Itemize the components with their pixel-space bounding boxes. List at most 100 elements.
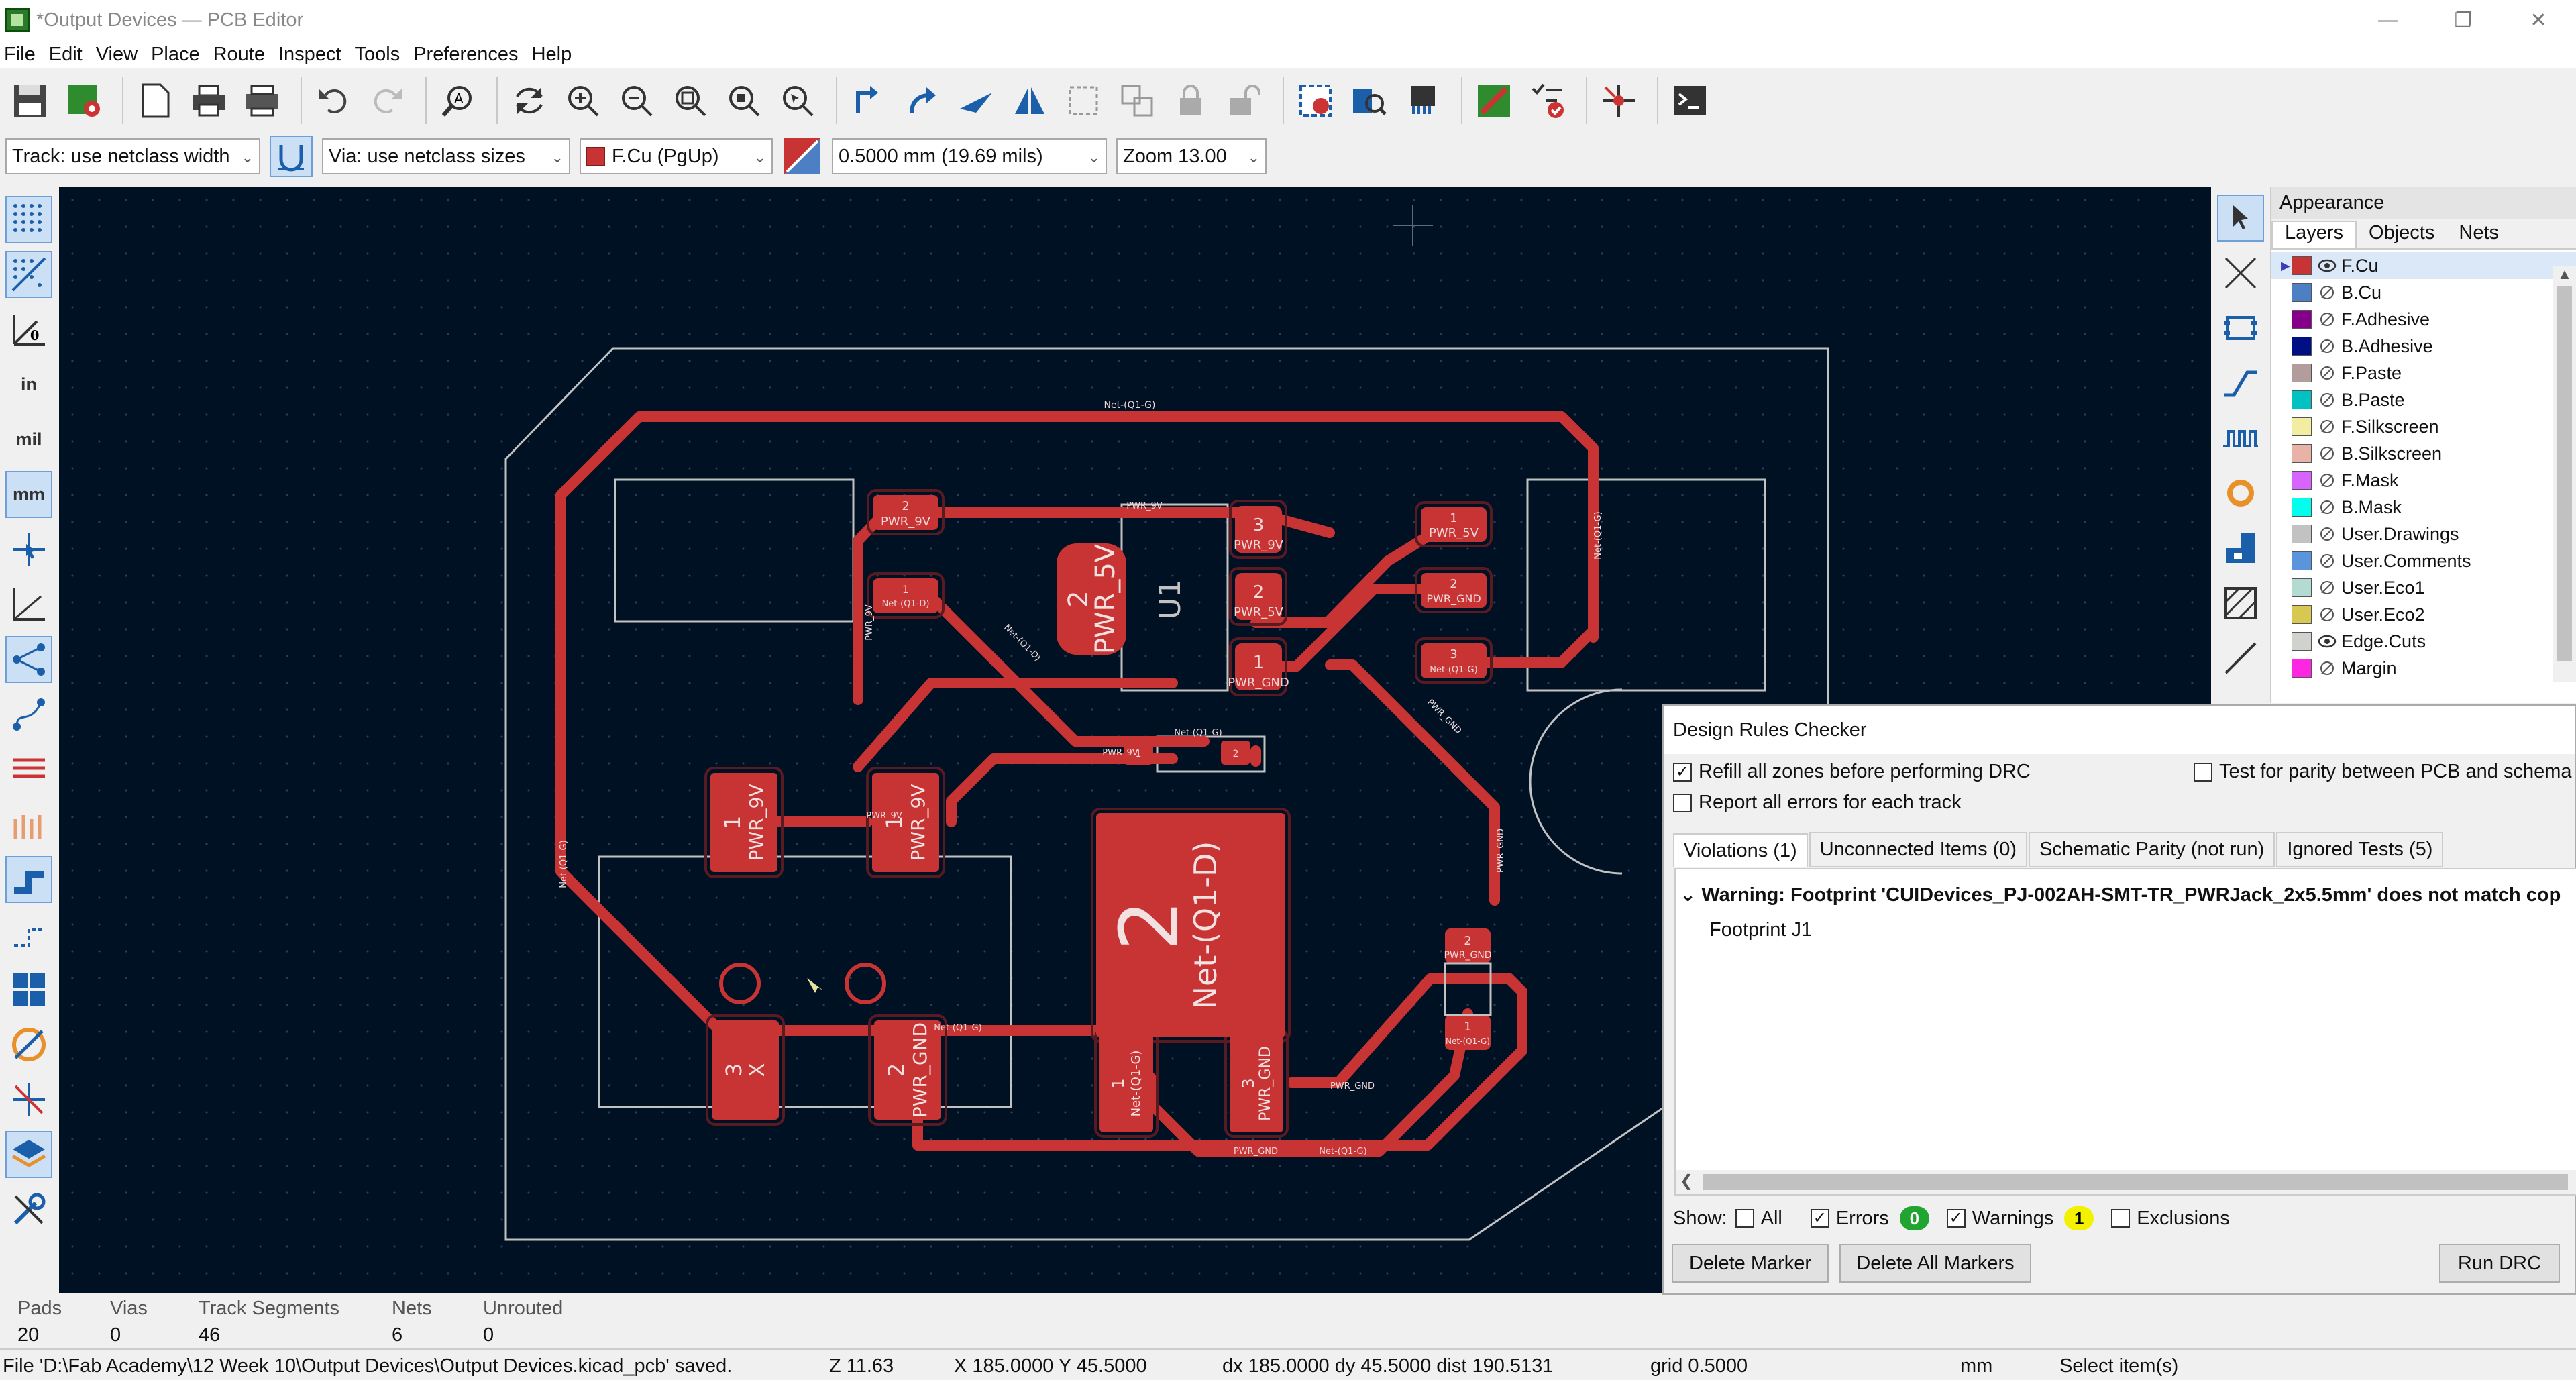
- layer-row[interactable]: User.Drawings: [2271, 521, 2576, 547]
- eye-hidden-icon[interactable]: [2317, 578, 2337, 597]
- layer-row[interactable]: User.Eco2: [2271, 601, 2576, 628]
- eye-hidden-icon[interactable]: [2317, 283, 2337, 302]
- show-pads-outline-icon[interactable]: [5, 801, 52, 848]
- layer-color-swatch[interactable]: [2292, 578, 2312, 597]
- tab-layers[interactable]: Layers: [2271, 221, 2357, 248]
- layer-color-swatch[interactable]: [2292, 659, 2312, 678]
- add-zone-icon[interactable]: [2217, 525, 2264, 572]
- undo-icon[interactable]: [310, 77, 357, 124]
- eye-hidden-icon[interactable]: [2317, 337, 2337, 356]
- eye-hidden-icon[interactable]: [2317, 525, 2337, 543]
- layer-select[interactable]: F.Cu (PgUp)⌄: [580, 138, 773, 174]
- layer-row[interactable]: User.Comments: [2271, 547, 2576, 574]
- tune-length-icon[interactable]: [2217, 415, 2264, 462]
- drc-icon[interactable]: [1524, 77, 1571, 124]
- tab-ignored[interactable]: Ignored Tests (5): [2276, 832, 2444, 867]
- layer-row[interactable]: User.Eco1: [2271, 574, 2576, 601]
- layer-color-swatch[interactable]: [2292, 256, 2312, 275]
- tab-unconnected[interactable]: Unconnected Items (0): [1809, 832, 2028, 867]
- update-pcb-icon[interactable]: [1292, 77, 1339, 124]
- layer-row[interactable]: B.Paste: [2271, 386, 2576, 413]
- show-warnings-checkbox[interactable]: ✓Warnings: [1946, 1208, 2053, 1230]
- high-contrast-icon[interactable]: [5, 966, 52, 1013]
- tab-violations[interactable]: Violations (1): [1673, 833, 1808, 867]
- layer-color-swatch[interactable]: [2292, 498, 2312, 517]
- refill-zones-checkbox[interactable]: ✓Refill all zones before performing DRC: [1673, 761, 2031, 783]
- plot-icon[interactable]: [239, 77, 286, 124]
- delete-all-markers-button[interactable]: Delete All Markers: [1839, 1244, 2031, 1283]
- scroll-left-icon[interactable]: ❮: [1680, 1172, 1694, 1190]
- minimize-icon[interactable]: —: [2378, 9, 2398, 31]
- menu-edit[interactable]: Edit: [48, 43, 83, 65]
- save-icon[interactable]: [7, 77, 54, 124]
- footprint-editor-icon[interactable]: [1399, 77, 1446, 124]
- zoom-select[interactable]: Zoom 13.00⌄: [1116, 138, 1267, 174]
- show-vias-outline-icon[interactable]: [5, 911, 52, 958]
- eye-hidden-icon[interactable]: [2317, 417, 2337, 436]
- add-footprint-icon[interactable]: [2217, 305, 2264, 352]
- scroll-thumb[interactable]: [1703, 1174, 2568, 1190]
- scripting-icon[interactable]: [1470, 77, 1517, 124]
- layer-color-swatch[interactable]: [2292, 632, 2312, 651]
- eye-icon[interactable]: [2317, 632, 2337, 651]
- eye-hidden-icon[interactable]: [2317, 310, 2337, 329]
- rotate-ccw-icon[interactable]: [845, 77, 892, 124]
- close-icon[interactable]: ✕: [2530, 9, 2547, 32]
- layers-manager-icon[interactable]: [5, 1131, 52, 1178]
- board-setup-icon[interactable]: [60, 77, 107, 124]
- refresh-icon[interactable]: [506, 77, 553, 124]
- net-color-icon[interactable]: [5, 1021, 52, 1068]
- horizontal-scrollbar[interactable]: ❮: [1676, 1170, 2576, 1194]
- report-all-checkbox[interactable]: Report all errors for each track: [1673, 792, 1962, 814]
- ungroup-icon[interactable]: [1114, 77, 1161, 124]
- tab-objects[interactable]: Objects: [2369, 222, 2435, 244]
- draw-line-icon[interactable]: [2217, 635, 2264, 682]
- lock-icon[interactable]: [1167, 77, 1214, 124]
- local-ratsnest-tool-icon[interactable]: [2217, 250, 2264, 297]
- layer-row[interactable]: Margin: [2271, 655, 2576, 682]
- layer-row[interactable]: B.Cu: [2271, 279, 2576, 306]
- via-size-select[interactable]: Via: use netclass sizes⌄: [322, 138, 570, 174]
- zoom-out-icon[interactable]: [613, 77, 660, 124]
- eye-hidden-icon[interactable]: [2317, 551, 2337, 570]
- layer-row[interactable]: ▶F.Cu: [2271, 252, 2576, 279]
- layer-row[interactable]: F.Adhesive: [2271, 306, 2576, 333]
- layer-color-swatch[interactable]: [2292, 444, 2312, 463]
- mirror-icon[interactable]: [1006, 77, 1053, 124]
- tab-nets[interactable]: Nets: [2459, 222, 2500, 244]
- layer-color-swatch[interactable]: [2292, 471, 2312, 490]
- show-errors-checkbox[interactable]: ✓Errors: [1810, 1208, 1889, 1230]
- overrides-grid-icon[interactable]: [5, 251, 52, 298]
- menu-route[interactable]: Route: [213, 43, 265, 65]
- terminal-icon[interactable]: [1666, 77, 1713, 124]
- route-track-icon[interactable]: [2217, 360, 2264, 407]
- polar-coords-icon[interactable]: θ: [5, 306, 52, 353]
- layer-row[interactable]: F.Paste: [2271, 360, 2576, 386]
- layer-color-swatch[interactable]: [2292, 551, 2312, 570]
- units-mil-icon[interactable]: mil: [15, 429, 42, 449]
- menu-place[interactable]: Place: [151, 43, 200, 65]
- footprint-browser-icon[interactable]: [1346, 77, 1393, 124]
- local-ratsnest-icon[interactable]: [1595, 77, 1642, 124]
- curved-ratsnest-icon[interactable]: [5, 691, 52, 738]
- tab-parity[interactable]: Schematic Parity (not run): [2029, 832, 2275, 867]
- show-all-checkbox[interactable]: All: [1735, 1208, 1782, 1230]
- layer-color-swatch[interactable]: [2292, 310, 2312, 329]
- layer-color-swatch[interactable]: [2292, 417, 2312, 436]
- layer-row[interactable]: Edge.Cuts: [2271, 628, 2576, 655]
- show-zones-icon[interactable]: [5, 746, 52, 793]
- ratsnest-icon[interactable]: [5, 636, 52, 683]
- zoom-fit-icon[interactable]: [667, 77, 714, 124]
- eye-hidden-icon[interactable]: [2317, 659, 2337, 678]
- eye-hidden-icon[interactable]: [2317, 390, 2337, 409]
- scroll-thumb[interactable]: [2557, 286, 2572, 661]
- eye-hidden-icon[interactable]: [2317, 605, 2337, 624]
- rotate-cw-icon[interactable]: [899, 77, 946, 124]
- chevron-down-icon[interactable]: ⌄: [1680, 884, 1697, 906]
- layer-row[interactable]: B.Mask: [2271, 494, 2576, 521]
- show-exclusions-checkbox[interactable]: Exclusions: [2111, 1208, 2230, 1230]
- parity-checkbox[interactable]: Test for parity between PCB and schema: [2194, 761, 2571, 783]
- layer-row[interactable]: B.Adhesive: [2271, 333, 2576, 360]
- menu-tools[interactable]: Tools: [354, 43, 400, 65]
- menu-help[interactable]: Help: [531, 43, 572, 65]
